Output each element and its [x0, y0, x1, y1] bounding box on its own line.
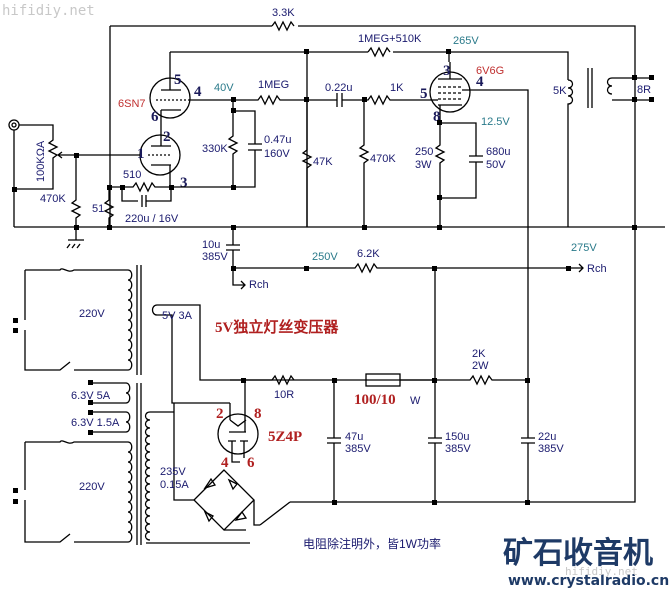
logo-url: www.crystalradio.cn	[508, 573, 669, 589]
input-section	[8, 119, 665, 249]
c-47-voltage: 385V	[345, 443, 371, 455]
filament-transformer	[24, 265, 435, 404]
watermark-top: hifidiy.net	[2, 3, 95, 19]
filter-caps	[259, 227, 636, 526]
c-10-voltage: 385V	[202, 251, 228, 263]
r-250-watt: 3W	[415, 159, 432, 171]
r-feedback-label: 3.3K	[272, 7, 295, 19]
coupling-path	[330, 93, 430, 107]
rect-pin-8: 8	[254, 406, 262, 422]
ot-secondary-label: 8R	[637, 84, 651, 96]
voltage-12-5: 12.5V	[481, 116, 510, 128]
c-047-voltage: 160V	[264, 148, 290, 160]
r-470k-in-label: 470K	[40, 193, 66, 205]
logo-title: 矿石收音机	[503, 536, 653, 571]
screen-wire	[169, 46, 569, 227]
c-680-voltage: 50V	[486, 159, 506, 171]
r-10r-label: 10R	[274, 389, 294, 401]
rect-pin-2: 2	[216, 406, 224, 422]
bridge-rectifier	[173, 403, 260, 531]
c-150-value: 150u	[445, 431, 469, 443]
r-100-watt: W	[410, 395, 421, 407]
tube-6sn7-lower	[139, 122, 181, 187]
psu-filter-chain	[230, 373, 528, 387]
c-10-value: 10u	[202, 239, 220, 251]
filament-transformer-heading: 5V独立灯丝变压器	[215, 318, 339, 336]
rect-pin-6: 6	[247, 455, 255, 471]
r-51-label: 51	[92, 203, 104, 215]
power-primary-label: 220V	[79, 481, 105, 493]
pin-4-out: 4	[476, 74, 484, 90]
heater1-label: 6.3V 5A	[71, 390, 111, 402]
rch-label-2: Rch	[587, 263, 607, 275]
driver-cathode-network	[103, 181, 233, 227]
r-510-label: 510	[123, 169, 141, 181]
c-680-value: 680u	[486, 146, 510, 158]
hv-voltage-label: 235V	[160, 466, 186, 478]
feedback-wire	[109, 20, 636, 227]
hv-current-label: 0.15A	[160, 479, 189, 491]
r-gridstop-label: 1K	[390, 82, 404, 94]
voltage-250: 250V	[312, 251, 338, 263]
pin-4: 4	[194, 84, 202, 100]
pin-6: 6	[151, 109, 159, 125]
r-100-label: 100/10	[354, 392, 396, 408]
c-150-voltage: 385V	[445, 443, 471, 455]
r-2k-watt: 2W	[472, 360, 489, 372]
resistor-note: 电阻除注明外，皆1W功率	[303, 536, 441, 551]
pin-3-driver: 3	[180, 175, 188, 191]
plate-wire	[190, 94, 330, 106]
c-220-label: 220u / 16V	[125, 213, 179, 225]
power-transformer	[24, 382, 250, 545]
heater2-label: 6.3V 1.5A	[71, 417, 120, 429]
voltage-265: 265V	[453, 35, 479, 47]
r-330k-label: 330K	[202, 143, 228, 155]
fil-primary-label: 220V	[79, 308, 105, 320]
pin-5-out: 5	[420, 86, 428, 102]
c-047-value: 0.47u	[264, 134, 292, 146]
r-47k-label: 47K	[313, 156, 333, 168]
tube-6sn7-label: 6SN7	[118, 98, 146, 110]
pin-8-out: 8	[433, 109, 441, 125]
r-47k	[301, 100, 313, 227]
tube-6v6g-label: 6V6G	[476, 65, 504, 77]
r-250-value: 250	[415, 146, 433, 158]
watermark-bottom: hifidiy.net	[565, 565, 638, 578]
c-47-value: 47u	[345, 431, 363, 443]
fil-secondary-label: 5V 3A	[162, 310, 193, 322]
pin-2: 2	[163, 129, 171, 145]
voltage-40: 40V	[214, 82, 234, 94]
r-470k-grid-label: 470K	[370, 153, 396, 165]
r-plate-label: 1MEG	[258, 79, 289, 91]
tube-5z4p-label: 5Z4P	[268, 429, 302, 445]
c-coupling-label: 0.22u	[325, 82, 353, 94]
rch-label-1: Rch	[249, 279, 269, 291]
pin-1: 1	[137, 146, 145, 162]
r-screen-label: 1MEG+510K	[358, 33, 422, 45]
rect-pin-4: 4	[221, 455, 229, 471]
cathode-bypass-network	[227, 100, 262, 188]
b-plus-distribution	[226, 227, 584, 380]
output-cathode-network	[434, 122, 483, 227]
r-470k-grid	[358, 100, 370, 227]
r-2k-value: 2K	[472, 348, 486, 360]
pin-3: 3	[443, 63, 451, 79]
tube-6sn7-upper	[149, 75, 191, 122]
tube-5z4p	[217, 380, 259, 463]
pot-label: 100KΩA	[35, 140, 47, 182]
r-62k-label: 6.2K	[357, 248, 380, 260]
c-22-value: 22u	[538, 431, 556, 443]
pin-5: 5	[174, 72, 182, 88]
voltage-275: 275V	[571, 242, 597, 254]
ot-primary-label: 5K	[553, 85, 567, 97]
c-22-voltage: 385V	[538, 443, 564, 455]
tube-6v6g	[429, 62, 529, 227]
